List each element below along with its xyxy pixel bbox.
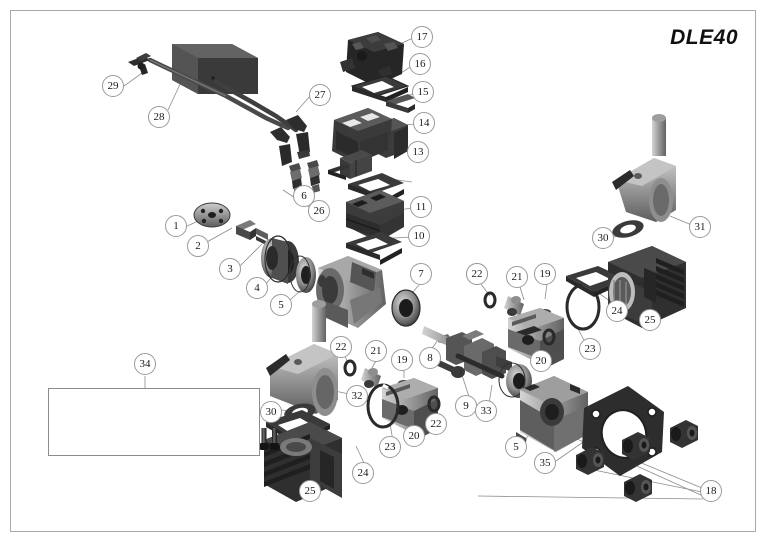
callout-intake-gasket[interactable]: 10 [408, 225, 430, 247]
propeller-drive-washer [193, 202, 231, 228]
circlip-22b [542, 328, 556, 346]
callout-spark-plug-set[interactable]: 6 [293, 185, 315, 207]
callout-front-bearing-assembly[interactable]: 3 [219, 258, 241, 280]
callout-piston-ring-lower[interactable]: 23 [379, 436, 401, 458]
callout-circlip-upper[interactable]: 22 [466, 263, 488, 285]
carburetor-assembly [328, 32, 415, 265]
piston-pin-21-lower [361, 368, 381, 388]
muffler-32 [266, 300, 338, 416]
callout-piston[interactable]: 20 [530, 350, 552, 372]
middle-bearing [289, 255, 316, 293]
ignition-module [172, 44, 258, 94]
callout-engine-mount-plate[interactable]: 35 [534, 452, 556, 474]
muffler-31 [612, 114, 676, 222]
callout-crankcase-rear[interactable]: 5 [505, 436, 527, 458]
callout-circlip-lower[interactable]: 22 [330, 336, 352, 358]
piston-ring-23-lower [366, 383, 400, 429]
callout-muffler-lower[interactable]: 32 [346, 385, 368, 407]
callout-ignition-module[interactable]: 28 [148, 106, 170, 128]
circlip-22-lower [343, 359, 357, 377]
callout-spark-plug-cap[interactable]: 27 [309, 84, 331, 106]
lower-cylinder-assembly [264, 300, 441, 502]
callout-muffler-gasket-lower[interactable]: 30 [260, 401, 282, 423]
crankshaft [422, 326, 512, 379]
crankcase-half-front [316, 256, 386, 328]
piston-pin-21 [504, 296, 524, 316]
standoff-1 [670, 420, 698, 448]
mounting-assembly [516, 376, 698, 502]
callout-reed-stop[interactable]: 15 [412, 81, 434, 103]
callout-pin-bearing-lower[interactable]: 19 [391, 349, 413, 371]
callout-intake-manifold-block[interactable]: 11 [410, 196, 432, 218]
reed-stop [386, 94, 415, 113]
callout-screw-and-bolt-kit[interactable]: 34 [134, 353, 156, 375]
callout-bearing[interactable]: 4 [246, 277, 268, 299]
callout-crank-bearing[interactable]: 33 [475, 400, 497, 422]
callout-carburetor[interactable]: 17 [411, 26, 433, 48]
callout-propeller-drive-washer[interactable]: 1 [165, 215, 187, 237]
callout-prop-bolt[interactable]: 2 [187, 235, 209, 257]
spark-plug-cap-lower [270, 127, 292, 166]
callout-reed-valve-body[interactable]: 13 [407, 141, 429, 163]
front-bearing-assembly [261, 235, 299, 284]
callout-cylinder-gasket-lower[interactable]: 24 [352, 462, 374, 484]
upper-cylinder-assembly [483, 114, 686, 371]
hall-sensor [128, 53, 151, 75]
callout-cylinder-base-gasket[interactable]: 24 [606, 300, 628, 322]
callout-piston-pin-lower[interactable]: 21 [365, 340, 387, 362]
circlip-22-upper [483, 291, 497, 309]
ignition-assembly [128, 44, 320, 196]
callout-piston-lower[interactable]: 20 [403, 425, 425, 447]
carburetor [340, 32, 404, 86]
prop-bolt [236, 220, 268, 246]
callout-hall-sensor[interactable]: 29 [102, 75, 124, 97]
callout-spark-plug[interactable]: 26 [308, 200, 330, 222]
page-title: DLE40 [670, 26, 738, 49]
standoff-2 [622, 432, 650, 460]
standoff-4 [624, 474, 652, 502]
callout-piston-ring[interactable]: 23 [579, 338, 601, 360]
callout-muffler[interactable]: 31 [689, 216, 711, 238]
intake-manifold-block [345, 190, 404, 241]
callout-piston-pin-bearing[interactable]: 19 [534, 263, 556, 285]
engine-mount-standoffs-18 [576, 420, 698, 502]
callout-reed-plate[interactable]: 14 [413, 112, 435, 134]
front-crank-assembly [193, 202, 386, 328]
spark-plug-cap-upper [286, 115, 310, 159]
bolt [259, 428, 269, 450]
piston-20 [508, 308, 564, 371]
callout-cylinder-lower[interactable]: 25 [299, 480, 321, 502]
muffler-gasket-30 [612, 220, 644, 238]
callout-crankcase-half[interactable]: 5 [270, 294, 292, 316]
crank-bearing-33 [498, 362, 532, 398]
callout-main-bearing[interactable]: 7 [410, 263, 432, 285]
crankshaft-assembly [391, 289, 532, 398]
cylinder-25-lower [264, 422, 342, 502]
callout-crank-pin[interactable]: 8 [419, 347, 441, 369]
callout-piston-pin[interactable]: 21 [506, 266, 528, 288]
intake-gasket-lower [346, 232, 402, 265]
callout-circlip-lower-2[interactable]: 22 [425, 413, 447, 435]
standoff-3 [576, 447, 604, 475]
bolt [269, 428, 280, 450]
ignition-wires [147, 57, 299, 133]
screw-kit-box [48, 388, 260, 456]
carburetor-gasket [350, 75, 410, 102]
callout-muffler-gasket[interactable]: 30 [592, 227, 614, 249]
reed-screw [328, 164, 350, 180]
callout-crankshaft-assembly[interactable]: 9 [455, 395, 477, 417]
circlip-22-lower2 [427, 395, 441, 413]
callout-engine-mount-standoffs[interactable]: 18 [700, 480, 722, 502]
callout-cylinder[interactable]: 25 [639, 309, 661, 331]
main-bearing-7 [391, 289, 421, 327]
reed-valve-body [332, 108, 392, 163]
callout-carburetor-gasket[interactable]: 16 [409, 53, 431, 75]
